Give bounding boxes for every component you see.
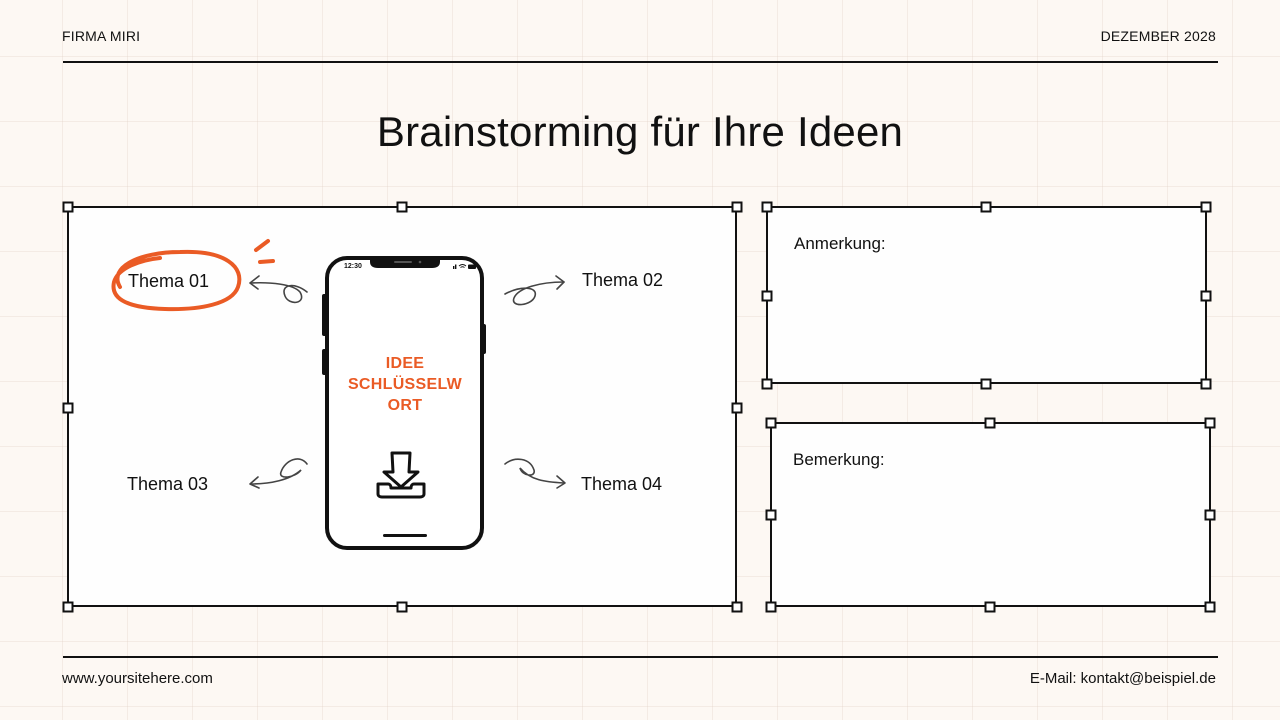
resize-handle-left[interactable] — [62, 402, 74, 414]
resize-handle-right[interactable] — [1200, 290, 1212, 302]
idea-keyword-line-3: ORT — [387, 397, 423, 414]
resize-handle-bottom-left[interactable] — [761, 378, 773, 390]
resize-handle-bottom[interactable] — [396, 601, 408, 613]
arrow-right-down-icon — [504, 458, 566, 489]
resize-handle-top-left[interactable] — [765, 417, 777, 429]
note-box-anmerkung[interactable]: Anmerkung: — [761, 201, 1212, 390]
header-date: DEZEMBER 2028 — [1100, 28, 1216, 44]
arrow-right-up-icon — [504, 275, 565, 306]
resize-handle-top-left[interactable] — [62, 201, 74, 213]
topic-01[interactable]: Thema 01 — [128, 271, 210, 291]
resize-handle-bottom[interactable] — [980, 378, 992, 390]
arrow-left-up-icon — [249, 275, 308, 304]
arrow-left-down-icon — [249, 458, 308, 489]
footer-website[interactable]: www.yoursitehere.com — [62, 670, 213, 687]
resize-handle-right[interactable] — [731, 402, 743, 414]
note-box-bemerkung[interactable]: Bemerkung: — [765, 417, 1216, 613]
page-title: Brainstorming für Ihre Ideen — [376, 108, 904, 155]
resize-handle-bottom-right[interactable] — [731, 601, 743, 613]
company-name: FIRMA MIRI — [62, 28, 141, 44]
idea-keyword-line-2: SCHLÜSSELW — [347, 376, 463, 393]
resize-handle-left[interactable] — [765, 509, 777, 521]
resize-handle-top-left[interactable] — [761, 201, 773, 213]
topic-03[interactable]: Thema 03 — [127, 474, 209, 494]
resize-handle-bottom-right[interactable] — [1204, 601, 1216, 613]
resize-handle-top-right[interactable] — [731, 201, 743, 213]
resize-handle-bottom[interactable] — [984, 601, 996, 613]
resize-handle-top-right[interactable] — [1200, 201, 1212, 213]
resize-handle-top[interactable] — [396, 201, 408, 213]
phone-illustration — [322, 256, 486, 550]
header-divider — [63, 61, 1218, 63]
footer-divider — [63, 656, 1218, 658]
idea-keyword[interactable]: IDEE SCHLÜSSELW ORT — [328, 353, 482, 416]
phone-status-time: 12:30 — [344, 263, 362, 270]
highlight-circle-icon — [111, 239, 275, 312]
resize-handle-right[interactable] — [1204, 509, 1216, 521]
resize-handle-bottom-right[interactable] — [1200, 378, 1212, 390]
idea-keyword-line-1: IDEE — [385, 355, 425, 372]
resize-handle-top-right[interactable] — [1204, 417, 1216, 429]
note-label-bemerkung: Bemerkung: — [793, 450, 885, 469]
topic-04[interactable]: Thema 04 — [581, 474, 663, 494]
topic-02[interactable]: Thema 02 — [582, 270, 664, 290]
note-label-anmerkung: Anmerkung: — [794, 234, 886, 253]
resize-handle-left[interactable] — [761, 290, 773, 302]
resize-handle-top[interactable] — [980, 201, 992, 213]
footer-email[interactable]: E-Mail: kontakt@beispiel.de — [1029, 670, 1216, 687]
resize-handle-bottom-left[interactable] — [62, 601, 74, 613]
download-tray-icon — [376, 451, 426, 499]
resize-handle-bottom-left[interactable] — [765, 601, 777, 613]
resize-handle-top[interactable] — [984, 417, 996, 429]
